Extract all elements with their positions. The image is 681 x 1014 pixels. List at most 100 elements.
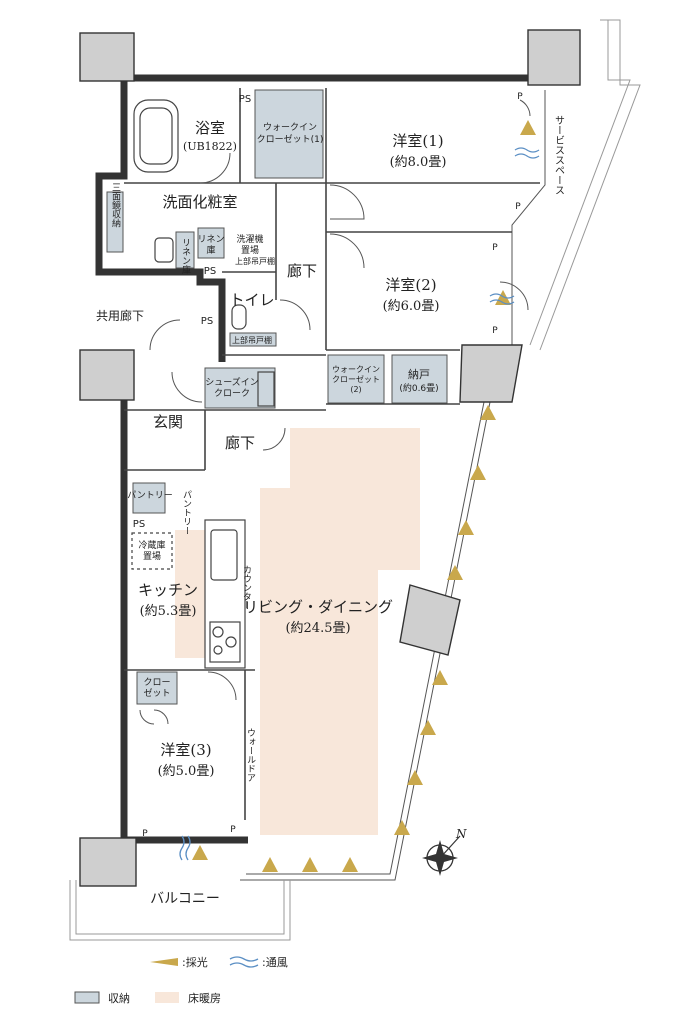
label-upper-cab1: 上部吊戸棚 [235,256,275,266]
walls [95,74,546,881]
light-markers [192,120,536,872]
label-wic2: ウォークインクローゼット(2) [332,365,380,394]
label-western1-size: (約8.0畳) [390,155,447,170]
label-counter: カウンター [241,565,252,610]
label-western3: 洋室(3) [160,741,211,759]
legend-storage-label: 収納 [108,992,130,1005]
ps-marker-3: PS [201,316,213,327]
column-living [399,584,461,656]
boundary-lines [69,19,641,941]
label-wic1: ウォークインクローゼット(1) [257,122,324,145]
label-washer: 洗濯機置場 [236,233,263,256]
cooktop [209,621,241,663]
ps-marker-4: PS [133,519,145,530]
p-marker-5: P [142,829,148,839]
label-linen2: リネン庫 [197,234,224,256]
legend: :採光 :通風 収納 床暖房 [74,955,288,1005]
doors [139,99,531,725]
label-toilet: トイレ [229,291,274,309]
label-hall2: 廊下 [225,434,255,452]
ps-p-markers: PS PS PS PS P P P P P P [133,92,523,839]
west-upper-wall [95,78,128,276]
washbasin [154,237,174,263]
p-marker-4: P [492,326,498,336]
label-pantry-side: パントリー [181,490,192,535]
ps-notch-wall [124,268,226,362]
column-sw [79,837,137,887]
wic1-area [254,89,324,179]
label-upper-cab2: 上部吊戸棚 [232,335,272,345]
legend-storage-swatch [74,991,100,1004]
column-w [79,349,135,401]
sink [210,529,238,581]
column-ne [527,29,581,86]
label-closet: クローゼット [143,677,170,699]
upper-cab2-area [229,332,277,347]
legend-light-label: :採光 [182,955,208,969]
shoes-area [204,367,276,409]
linen1-area [175,231,195,269]
ps-marker-1: PS [239,94,251,105]
column-nw [79,32,135,82]
legend-wind-icon [229,956,259,968]
p-marker-2: P [515,202,521,212]
label-western2-size: (約6.0畳) [383,299,440,314]
label-common-corridor: 共用廊下 [96,308,144,323]
label-shoes: シューズインクローク [205,376,259,399]
pantry-area [132,482,166,514]
label-nando: 納戸 [408,368,430,381]
toilet-fixture [231,304,247,330]
label-service-space: サービススペース [553,115,565,195]
label-nando-size: (約0.6畳) [399,382,438,394]
label-pantry-box: パントリー [127,490,172,501]
room-labels: 浴室 (UB1822) ウォークインクローゼット(1) 洋室(1) (約8.0畳… [96,115,565,907]
living-glass-line [240,391,493,881]
bathtub [133,99,179,173]
label-balcony: バルコニー [150,891,220,907]
p-marker-6: P [230,825,236,835]
label-kitchen-size: (約5.3畳) [140,604,197,619]
burner-3 [213,645,223,655]
label-western2: 洋室(2) [385,276,436,294]
floor-heating-areas [175,428,420,835]
counter-fixture [204,519,246,669]
legend-heating-swatch [155,992,179,1003]
label-bath: 浴室 [195,119,225,137]
label-bath-sub: (UB1822) [183,140,237,153]
label-living-size: (約24.5畳) [285,621,350,636]
shoes-shelf [257,371,275,407]
legend-light-icon [150,958,178,966]
label-kitchen: キッチン [138,581,198,599]
bathtub-inner [139,107,173,165]
compass: N [422,827,467,876]
burner-2 [225,636,237,648]
living-floor-heating [260,428,420,835]
kitchen-floor-heating [175,530,205,658]
label-western1: 洋室(1) [392,132,443,150]
label-genkan: 玄関 [153,413,183,431]
label-wall-door: ウォールドア [245,728,256,782]
storage-areas [106,89,448,705]
legend-wind-label: :通風 [262,956,288,969]
column-e [459,344,523,403]
p-marker-1: P [517,92,523,102]
label-washroom: 洗面化粧室 [162,193,237,211]
label-western3-size: (約5.0畳) [158,764,215,779]
mirror-area [106,191,124,253]
label-living: リビング・ダイニング [243,598,393,616]
wic2-area [327,354,385,404]
closet-area [136,671,178,705]
nando-area [391,354,448,404]
fridge-box [131,532,173,570]
ps-marker-2: PS [204,266,216,277]
compass-north: N [455,827,467,841]
label-fridge: 冷蔵庫置場 [138,539,165,562]
columns [79,29,581,887]
fixtures [131,99,275,669]
living-glass-line-2 [246,391,487,875]
linen2-area [197,227,225,259]
partitions [124,88,540,820]
label-mirror: 三面鏡収納 [110,183,121,229]
label-hall1: 廊下 [287,262,317,280]
